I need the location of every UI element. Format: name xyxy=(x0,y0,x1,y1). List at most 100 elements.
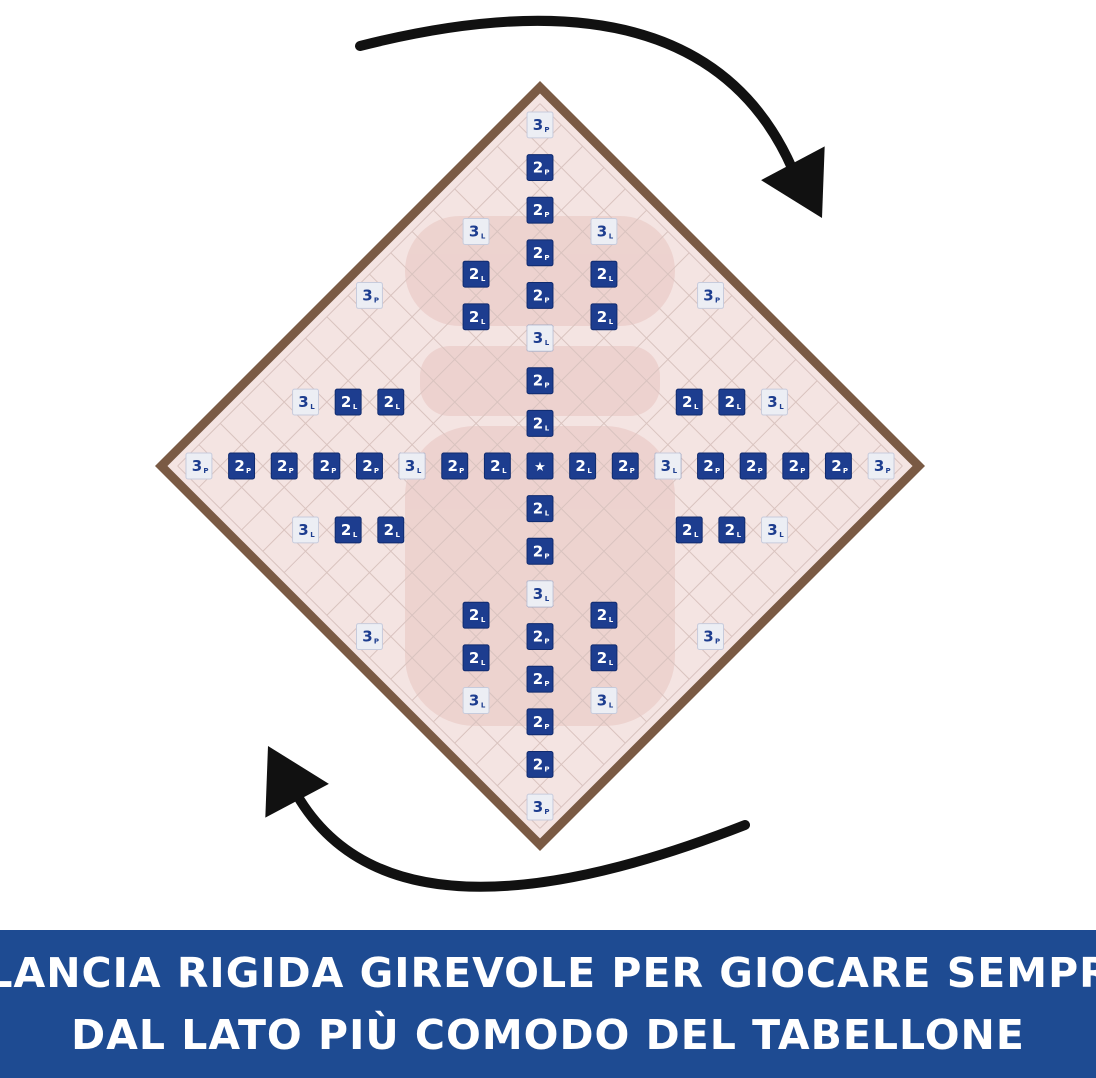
svg-text:2: 2 xyxy=(533,201,543,219)
svg-text:P: P xyxy=(331,467,336,475)
svg-text:L: L xyxy=(673,467,678,475)
svg-text:P: P xyxy=(544,765,549,773)
svg-text:2: 2 xyxy=(533,755,543,773)
svg-text:L: L xyxy=(310,403,315,411)
svg-text:3: 3 xyxy=(597,223,607,241)
svg-text:L: L xyxy=(609,701,614,709)
svg-text:3: 3 xyxy=(362,286,372,304)
svg-text:3: 3 xyxy=(362,628,372,646)
svg-text:3: 3 xyxy=(767,393,777,411)
svg-text:2: 2 xyxy=(341,521,351,539)
svg-text:L: L xyxy=(779,531,784,539)
svg-text:P: P xyxy=(544,254,549,262)
svg-text:P: P xyxy=(715,296,720,304)
svg-text:2: 2 xyxy=(597,308,607,326)
svg-text:3: 3 xyxy=(703,286,713,304)
svg-text:2: 2 xyxy=(533,159,543,177)
svg-text:2: 2 xyxy=(725,521,735,539)
svg-text:P: P xyxy=(544,552,549,560)
svg-text:L: L xyxy=(353,403,358,411)
svg-text:P: P xyxy=(459,467,464,475)
svg-text:L: L xyxy=(481,701,486,709)
svg-text:2: 2 xyxy=(533,542,543,560)
svg-text:2: 2 xyxy=(789,457,799,475)
svg-text:2: 2 xyxy=(533,286,543,304)
svg-text:2: 2 xyxy=(469,265,479,283)
svg-text:2: 2 xyxy=(277,457,287,475)
svg-text:P: P xyxy=(374,296,379,304)
svg-text:3: 3 xyxy=(405,457,415,475)
svg-text:P: P xyxy=(800,467,805,475)
svg-text:2: 2 xyxy=(533,414,543,432)
svg-text:2: 2 xyxy=(384,521,394,539)
svg-text:L: L xyxy=(396,531,401,539)
curved-arrow-counterclockwise-icon xyxy=(265,746,750,892)
svg-text:3: 3 xyxy=(533,798,543,816)
svg-text:L: L xyxy=(737,531,742,539)
svg-text:P: P xyxy=(630,467,635,475)
svg-text:P: P xyxy=(203,467,208,475)
svg-text:L: L xyxy=(609,233,614,241)
svg-text:2: 2 xyxy=(533,372,543,390)
svg-text:2: 2 xyxy=(341,393,351,411)
svg-text:★: ★ xyxy=(534,460,546,475)
svg-text:L: L xyxy=(609,659,614,667)
svg-text:L: L xyxy=(694,403,699,411)
svg-text:L: L xyxy=(545,510,550,518)
svg-text:P: P xyxy=(544,382,549,390)
svg-text:L: L xyxy=(310,531,315,539)
svg-text:2: 2 xyxy=(746,457,756,475)
caption-banner: PLANCIA RIGIDA GIREVOLE PER GIOCARE SEMP… xyxy=(0,930,1096,1078)
svg-text:3: 3 xyxy=(469,691,479,709)
svg-text:2: 2 xyxy=(234,457,244,475)
svg-text:L: L xyxy=(481,318,486,326)
svg-text:L: L xyxy=(417,467,422,475)
svg-text:L: L xyxy=(545,339,550,347)
svg-text:L: L xyxy=(737,403,742,411)
svg-text:P: P xyxy=(544,638,549,646)
svg-text:L: L xyxy=(609,616,614,624)
svg-text:2: 2 xyxy=(618,457,628,475)
svg-text:2: 2 xyxy=(469,649,479,667)
svg-text:L: L xyxy=(396,403,401,411)
svg-text:P: P xyxy=(544,296,549,304)
curved-arrow-clockwise-icon xyxy=(355,15,825,218)
caption-line-2: DAL LATO PIÙ COMODO DEL TABELLONE xyxy=(71,1011,1025,1059)
svg-text:2: 2 xyxy=(469,606,479,624)
svg-text:L: L xyxy=(481,275,486,283)
svg-text:2: 2 xyxy=(490,457,500,475)
svg-text:3: 3 xyxy=(703,628,713,646)
svg-text:3: 3 xyxy=(533,116,543,134)
svg-text:2: 2 xyxy=(448,457,458,475)
svg-text:P: P xyxy=(715,638,720,646)
